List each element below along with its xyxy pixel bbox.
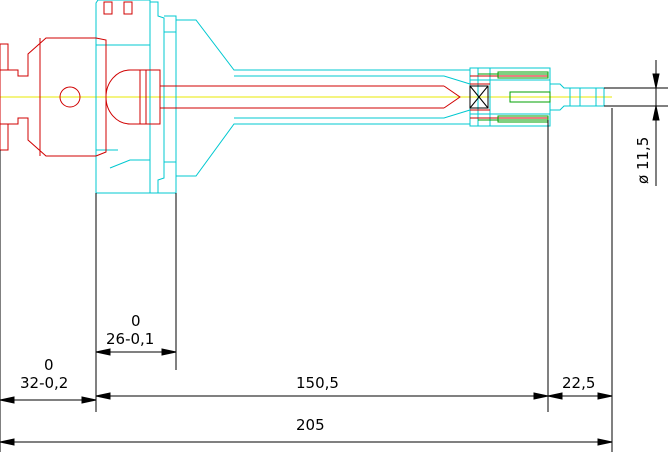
- collet-slots: [478, 71, 551, 123]
- extension-lines: [0, 87, 668, 452]
- dim-32-upper: 0: [44, 356, 54, 374]
- dim-26-value: 26-0,1: [106, 330, 154, 348]
- dim-26-upper: 0: [131, 312, 141, 330]
- dim-150-5: 150,5: [296, 374, 339, 392]
- dim-32-value: 32-0,2: [20, 374, 68, 392]
- dim-205: 205: [296, 416, 325, 434]
- collet-cross: [469, 85, 489, 109]
- holder-outline: [95, 0, 605, 194]
- collet-section: [0, 1, 548, 157]
- dim-diameter: ø 11,5: [634, 137, 652, 184]
- dim-22-5: 22,5: [562, 374, 595, 392]
- dimension-lines: [0, 60, 660, 446]
